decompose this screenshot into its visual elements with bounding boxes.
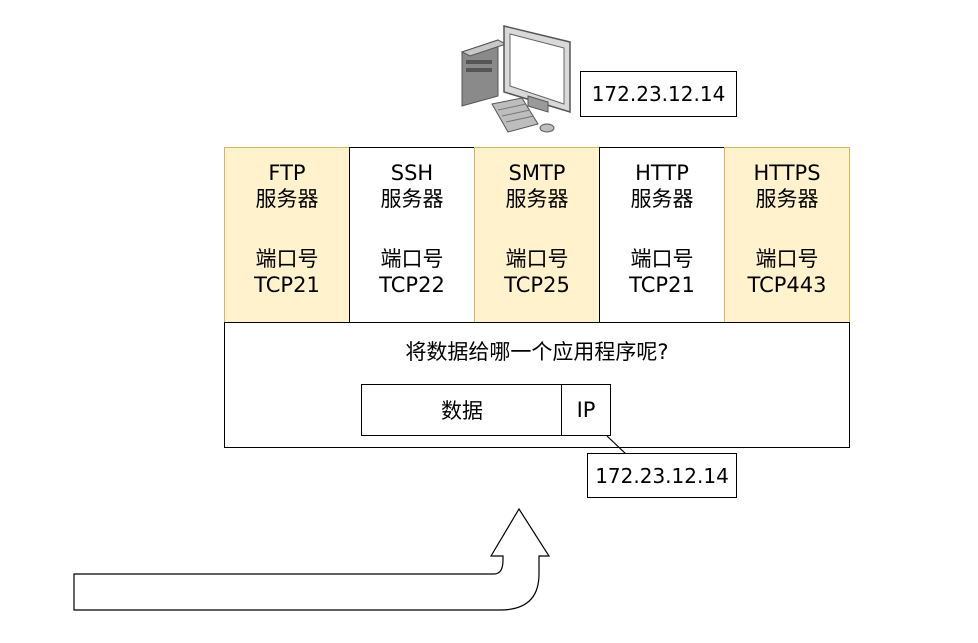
service-role: 服务器 — [380, 187, 444, 211]
host-ip-box: 172.23.12.14 — [580, 71, 737, 117]
port-label: 端口号 — [255, 247, 319, 271]
service-https: HTTPS 服务器 端口号 TCP443 — [724, 147, 850, 323]
service-name: HTTPS — [753, 161, 821, 185]
service-ssh: SSH 服务器 端口号 TCP22 — [349, 147, 475, 323]
port-value: TCP22 — [379, 273, 445, 297]
service-name: HTTP — [635, 161, 689, 185]
service-role: 服务器 — [755, 187, 819, 211]
service-role: 服务器 — [505, 187, 569, 211]
service-name: SMTP — [508, 161, 566, 185]
packet-data-segment: 数据 — [361, 384, 563, 436]
question-text: 将数据给哪一个应用程序呢? — [405, 340, 669, 364]
port-value: TCP21 — [629, 273, 695, 297]
packet-dest-ip-label: 172.23.12.14 — [595, 463, 729, 488]
packet-ip-label: IP — [576, 398, 596, 422]
packet-ip-header: IP — [561, 384, 611, 436]
port-label: 端口号 — [630, 247, 694, 271]
port-value: TCP25 — [504, 273, 570, 297]
port-label: 端口号 — [505, 247, 569, 271]
service-ftp: FTP 服务器 端口号 TCP21 — [224, 147, 350, 323]
service-name: SSH — [390, 161, 434, 185]
service-role: 服务器 — [630, 187, 694, 211]
service-name: FTP — [268, 161, 306, 185]
packet-dest-ip-box: 172.23.12.14 — [587, 453, 737, 498]
service-smtp: SMTP 服务器 端口号 TCP25 — [474, 147, 600, 323]
host-ip-label: 172.23.12.14 — [591, 82, 726, 106]
port-label: 端口号 — [755, 247, 819, 271]
port-label: 端口号 — [380, 247, 444, 271]
service-http: HTTP 服务器 端口号 TCP21 — [599, 147, 725, 323]
packet-data-label: 数据 — [441, 399, 483, 423]
port-value: TCP21 — [254, 273, 320, 297]
service-role: 服务器 — [255, 187, 319, 211]
port-value: TCP443 — [747, 273, 827, 297]
